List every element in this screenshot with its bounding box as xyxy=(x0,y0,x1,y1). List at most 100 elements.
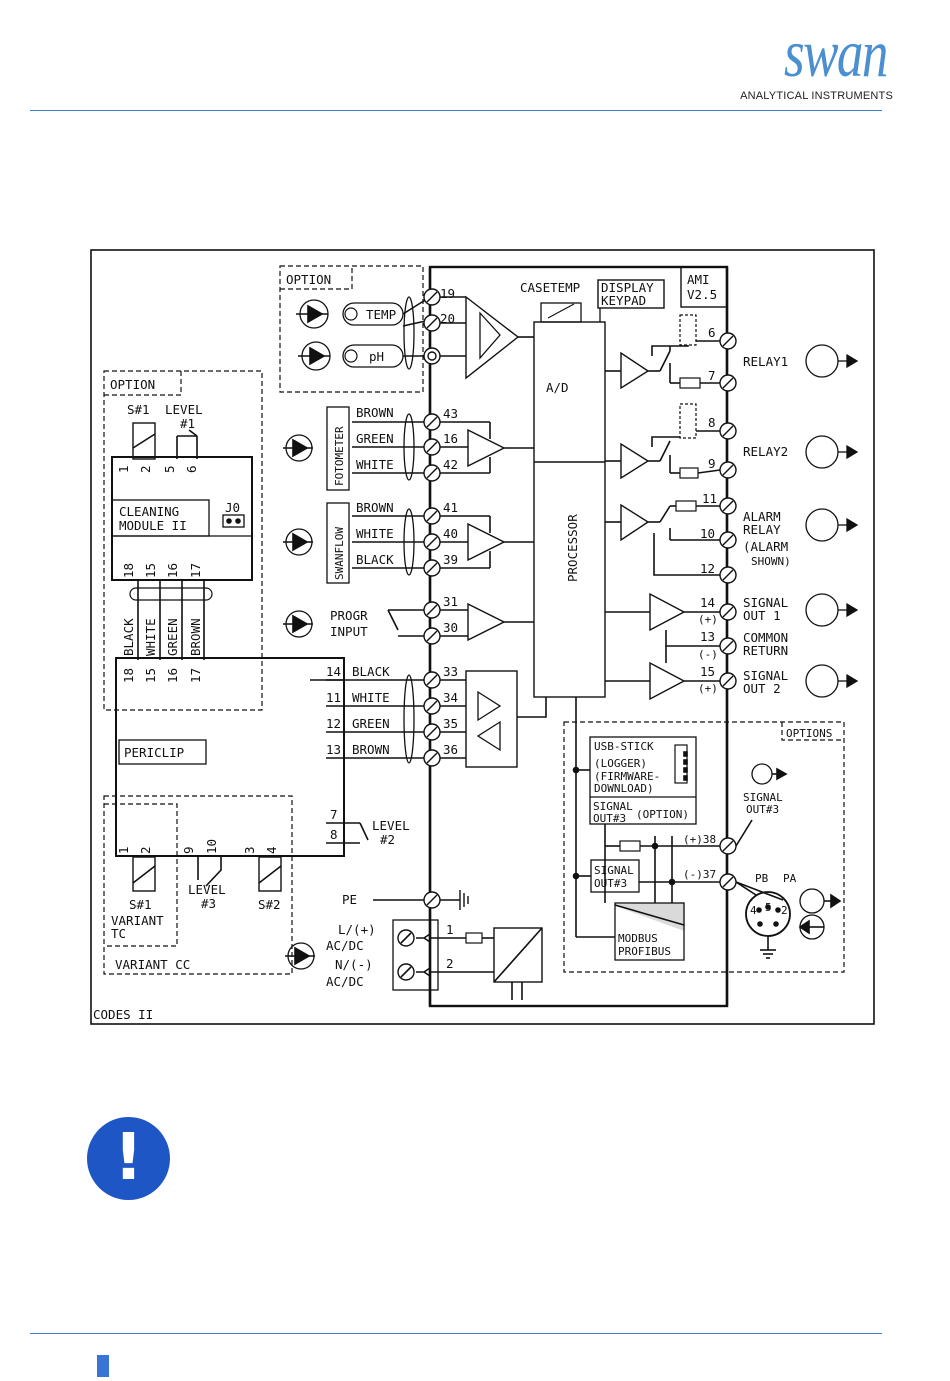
cm-top-5: 5 xyxy=(162,465,177,473)
alarm-label-4: SHOWN) xyxy=(751,555,791,568)
term-40: 40 xyxy=(443,526,458,541)
var-s1: S#1 xyxy=(129,897,152,912)
pa-label: PA xyxy=(783,872,797,885)
var-level3: LEVEL xyxy=(188,882,226,897)
out3-term-37: (-)37 xyxy=(683,868,716,881)
cm-wire-green: GREEN xyxy=(165,618,180,656)
device-label-2: V2.5 xyxy=(687,287,717,302)
processor-box xyxy=(533,321,606,698)
sig-out3-opt-2: OUT#3 xyxy=(593,812,626,825)
page-marker xyxy=(97,1355,109,1377)
level2-num: #2 xyxy=(380,832,395,847)
diagram-frame xyxy=(90,249,875,1025)
pc-term-15: 15 xyxy=(143,668,158,683)
progr-label: PROGR xyxy=(330,608,368,623)
out3-term-38: (+)38 xyxy=(683,833,716,846)
term-41: 41 xyxy=(443,500,458,515)
flow-wire-brown: BROWN xyxy=(356,500,394,515)
power-term-2: 2 xyxy=(446,956,454,971)
cm-wire-brown: BROWN xyxy=(188,618,203,656)
level1-label: LEVEL xyxy=(165,402,203,417)
pc-term-16: 16 xyxy=(165,668,180,683)
common-return-2: RETURN xyxy=(743,643,788,658)
usb-stick-1: USB-STICK xyxy=(594,740,654,753)
option-top-label: OPTION xyxy=(286,272,331,287)
cm-bot-18: 18 xyxy=(121,563,136,578)
processor-label: PROCESSOR xyxy=(565,514,580,582)
var-term-3: 3 xyxy=(242,846,257,854)
level2-term-7: 7 xyxy=(330,807,338,822)
term-39: 39 xyxy=(443,552,458,567)
sig-term-13: 13 xyxy=(700,629,715,644)
var-term-1: 1 xyxy=(116,846,131,854)
power-n: N/(-) xyxy=(335,957,373,972)
j0-label: J0 xyxy=(225,500,240,515)
power-l: L/(+) xyxy=(338,922,376,937)
foto-wire-green: GREEN xyxy=(356,431,394,446)
variant-cc: VARIANT CC xyxy=(115,957,190,972)
var-s2: S#2 xyxy=(258,897,281,912)
alarm-label-3: (ALARM xyxy=(743,539,788,554)
relay-term-12: 12 xyxy=(700,561,715,576)
exclamation-icon: ! xyxy=(87,1117,170,1200)
alarm-label-1: ALARM xyxy=(743,509,781,524)
casetemp-sensor xyxy=(540,302,582,323)
usb-stick-3: (FIRMWARE- xyxy=(594,770,660,783)
temp-label: TEMP xyxy=(366,307,396,322)
cm-top-2: 2 xyxy=(138,465,153,473)
pump-wire-black: BLACK xyxy=(352,664,390,679)
relay-term-8: 8 xyxy=(708,415,716,430)
foto-wire-brown: BROWN xyxy=(356,405,394,420)
term-31: 31 xyxy=(443,594,458,609)
pump-term-11: 11 xyxy=(326,690,341,705)
level2-label: LEVEL xyxy=(372,818,410,833)
sig-term-14-pol: (+) xyxy=(698,613,718,626)
term-30: 30 xyxy=(443,620,458,635)
power-term-1: 1 xyxy=(446,922,454,937)
options-label: OPTIONS xyxy=(786,727,832,740)
var-level3-num: #3 xyxy=(201,896,216,911)
sig-out3-2: OUT#3 xyxy=(594,877,627,890)
logo-tagline: ANALYTICAL INSTRUMENTS xyxy=(740,90,893,102)
sig-out1-2: OUT 1 xyxy=(743,608,781,623)
display-keypad-box xyxy=(597,279,665,309)
periclip-label: PERICLIP xyxy=(124,745,184,760)
level2-term-8: 8 xyxy=(330,827,338,842)
sig-out3-1: SIGNAL xyxy=(594,864,634,877)
cm-bot-17: 17 xyxy=(188,563,203,578)
sig-out3-right-1: SIGNAL xyxy=(743,791,783,804)
pin-4: 4 xyxy=(750,904,757,917)
term-43: 43 xyxy=(443,406,458,421)
term-34: 34 xyxy=(443,690,458,705)
pin-5: 5 xyxy=(765,901,772,914)
term-16: 16 xyxy=(443,431,458,446)
option-top-box xyxy=(279,265,424,393)
power-acdc-1: AC/DC xyxy=(326,938,364,953)
common-return-1: COMMON xyxy=(743,630,788,645)
display-label: DISPLAY xyxy=(601,280,654,295)
sig-term-13-pol: (-) xyxy=(698,648,718,661)
swan-logo: swan ANALYTICAL INSTRUMENTS xyxy=(718,15,893,105)
foto-wire-white: WHITE xyxy=(356,457,394,472)
sig-out2-1: SIGNAL xyxy=(743,668,788,683)
option-left-label: OPTION xyxy=(110,377,155,392)
pump-term-12: 12 xyxy=(326,716,341,731)
pump-wire-brown: BROWN xyxy=(352,742,390,757)
sig-out3-opt-1: SIGNAL xyxy=(593,800,633,813)
sig-out3-right-2: OUT#3 xyxy=(746,803,779,816)
pump-wire-white: WHITE xyxy=(352,690,390,705)
var-term-9: 9 xyxy=(181,846,196,854)
term-33: 33 xyxy=(443,664,458,679)
pump-term-14: 14 xyxy=(326,664,341,679)
var-tc-1: VARIANT xyxy=(111,913,164,928)
footer-rule xyxy=(30,1333,882,1334)
fotometer-label: FOTOMETER xyxy=(333,426,346,486)
logo-word: swan xyxy=(784,15,888,91)
cleaning-module-1: CLEANING xyxy=(119,504,179,519)
pb-label: PB xyxy=(755,872,769,885)
ad-label: A/D xyxy=(546,380,569,395)
usb-stick-4: DOWNLOAD) xyxy=(594,782,654,795)
flow-wire-white: WHITE xyxy=(356,526,394,541)
casetemp-label: CASETEMP xyxy=(520,280,580,295)
